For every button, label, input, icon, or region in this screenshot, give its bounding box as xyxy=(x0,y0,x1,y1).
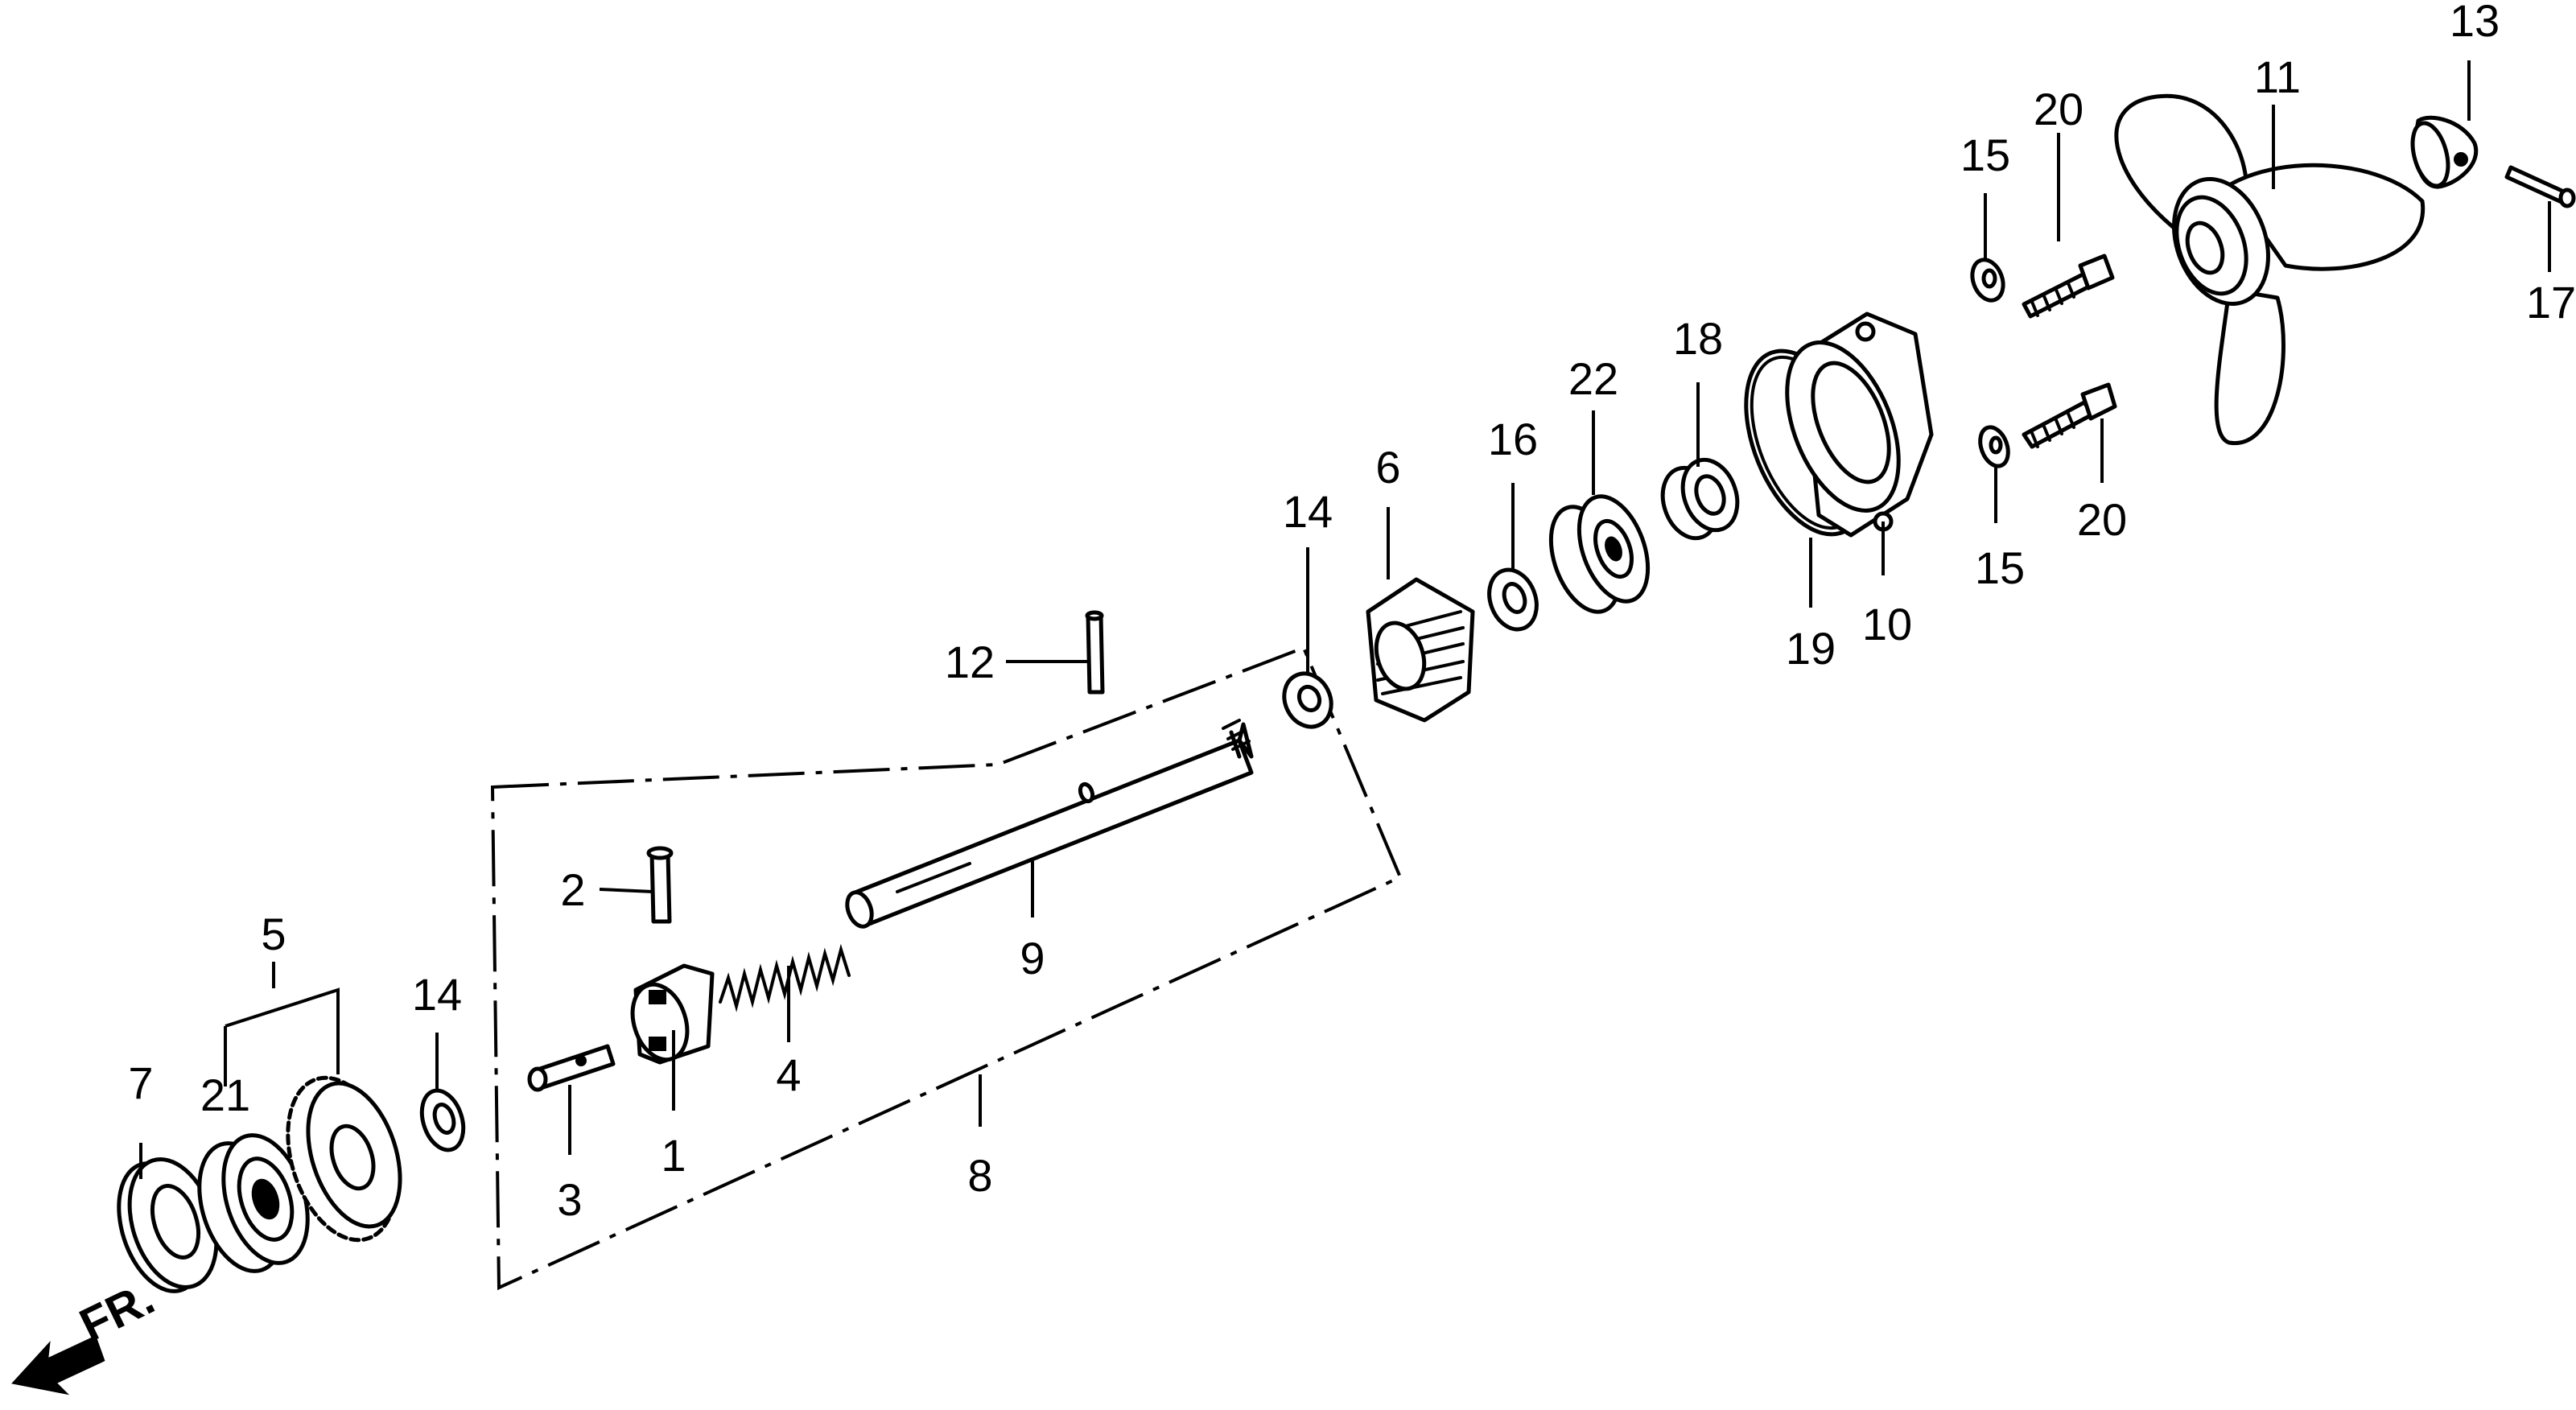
callout-2: 2 xyxy=(560,864,585,915)
clutch-shifter-pin-3 xyxy=(527,1044,616,1092)
callout-15-lower: 15 xyxy=(1975,542,2025,593)
bolt-20-lower xyxy=(2022,382,2117,449)
callout-13: 13 xyxy=(2450,0,2500,46)
callout-12: 12 xyxy=(945,637,995,687)
oil-seal-18 xyxy=(1660,457,1740,541)
callout-8: 8 xyxy=(967,1150,992,1201)
ball-bearing-21 xyxy=(197,1133,310,1273)
washer-15-lower xyxy=(1978,425,2010,468)
clutch-pin-2 xyxy=(646,846,674,924)
callout-20-upper: 20 xyxy=(2034,84,2083,134)
spring-4 xyxy=(719,943,851,1012)
assembly-8-outline xyxy=(490,645,1403,1291)
callout-15-upper: 15 xyxy=(1960,130,2010,180)
callout-9: 9 xyxy=(1020,933,1045,983)
shaft-holder-10 xyxy=(1785,311,1934,538)
washer-15-upper xyxy=(1970,258,2005,303)
callout-1: 1 xyxy=(661,1130,686,1181)
front-arrow-icon xyxy=(11,1335,105,1396)
spinner-13 xyxy=(2410,115,2479,189)
washer-16 xyxy=(1487,567,1539,632)
callout-11: 11 xyxy=(2254,52,2301,102)
front-direction-indicator: FR. xyxy=(11,1272,163,1396)
callout-18: 18 xyxy=(1673,313,1723,364)
callout-14-left: 14 xyxy=(412,969,462,1020)
propeller-shaft-9 xyxy=(845,719,1254,929)
callout-4: 4 xyxy=(776,1049,801,1100)
ball-bearing-22 xyxy=(1548,494,1651,614)
propeller-11 xyxy=(2114,93,2426,445)
front-label: FR. xyxy=(72,1272,162,1351)
callout-14-middle: 14 xyxy=(1283,486,1333,537)
dog-clutch-1 xyxy=(630,963,715,1065)
callout-10: 10 xyxy=(1862,599,1912,649)
cotter-pin-17 xyxy=(2504,165,2576,208)
callout-6: 6 xyxy=(1375,442,1400,493)
reverse-gear-5 xyxy=(286,1075,402,1243)
thrust-washer-14-middle xyxy=(1282,671,1333,729)
pin-12 xyxy=(1085,610,1105,695)
thrust-washer-14-left xyxy=(419,1088,466,1152)
callout-labels: 1 2 3 4 5 6 7 8 9 10 11 12 13 14 14 15 1… xyxy=(128,0,2576,1225)
callout-3: 3 xyxy=(557,1174,582,1225)
bolt-20-upper xyxy=(2022,254,2115,319)
callout-17: 17 xyxy=(2526,277,2576,328)
callout-16: 16 xyxy=(1488,414,1538,464)
callout-20-lower: 20 xyxy=(2077,494,2127,545)
callout-5: 5 xyxy=(261,909,286,959)
bevel-gear-6 xyxy=(1366,577,1475,723)
callout-19: 19 xyxy=(1786,623,1836,674)
callout-7: 7 xyxy=(128,1058,153,1108)
leader-lines xyxy=(139,60,2551,1179)
callout-21: 21 xyxy=(200,1070,250,1120)
callout-22: 22 xyxy=(1568,353,1618,404)
